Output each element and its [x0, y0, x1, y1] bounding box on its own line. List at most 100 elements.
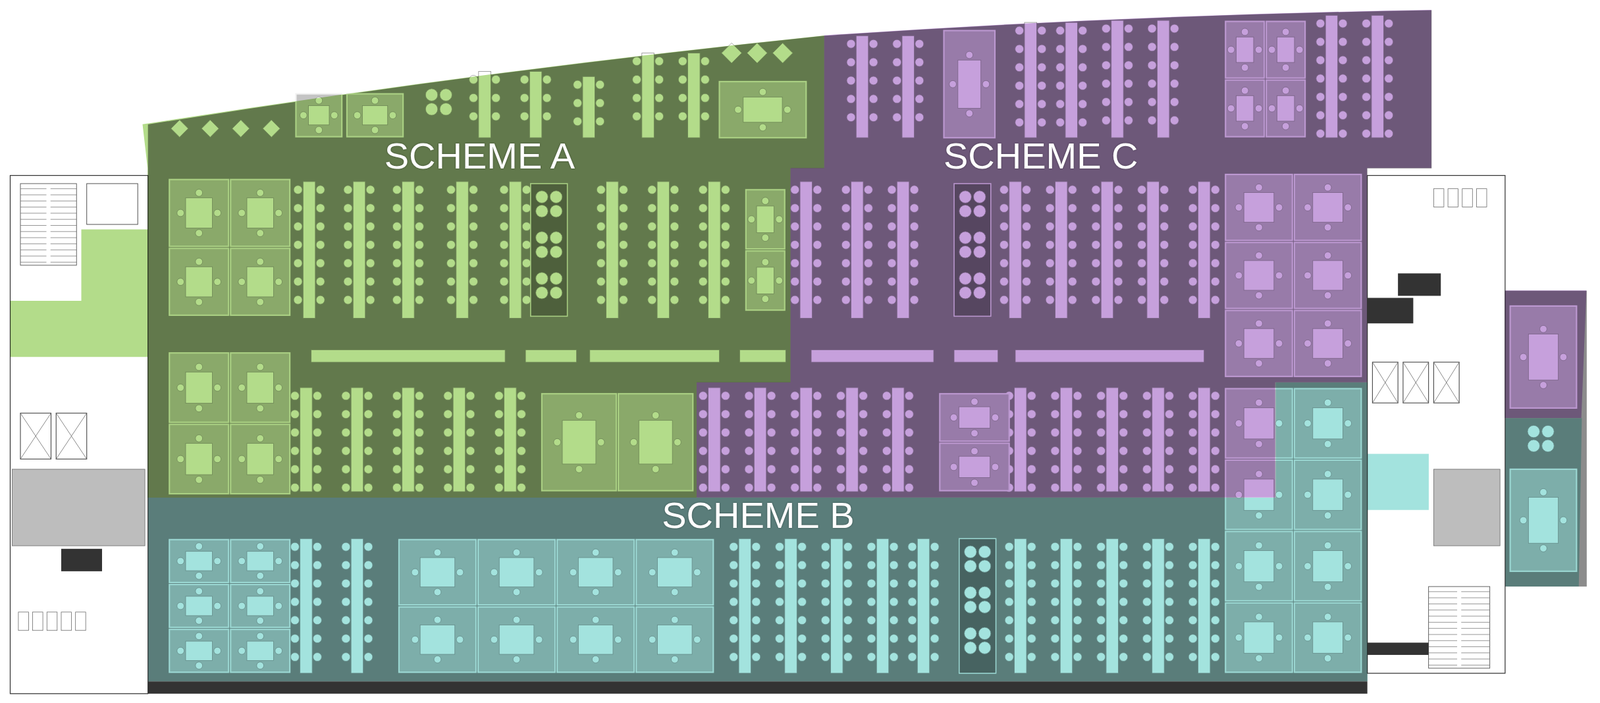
lift-cross: [1403, 362, 1429, 403]
stair-step: [20, 212, 47, 214]
lift: [1433, 362, 1460, 403]
stair-step: [1428, 603, 1458, 605]
stair-step: [20, 243, 47, 245]
lift-cross: [55, 413, 87, 460]
scheme-label: SCHEME C: [943, 136, 1139, 176]
stair-step: [50, 219, 78, 220]
lift-cross: [55, 413, 87, 460]
zone-fill: [1505, 418, 1582, 587]
floor-wing: [1505, 291, 1587, 587]
lift-cross: [1403, 362, 1429, 403]
stair-step: [50, 212, 78, 214]
stair-step: [20, 255, 47, 257]
stair-step: [1428, 665, 1458, 666]
zone-label: SCHEME A: [384, 136, 575, 176]
lift: [1403, 362, 1429, 403]
stair-step: [50, 225, 78, 226]
scheme-label: SCHEME A: [384, 136, 575, 176]
stair-step: [20, 262, 47, 263]
stair: [20, 183, 77, 266]
lift-cross: [1372, 362, 1398, 403]
wc: [75, 612, 86, 631]
stair: [1428, 586, 1491, 669]
stair-step: [50, 262, 78, 263]
zone-shape: [696, 9, 1587, 498]
facade-strip: [148, 681, 1368, 694]
lift-cross: [1433, 362, 1460, 403]
shaft: [1397, 273, 1441, 296]
stair-step: [50, 206, 78, 208]
stair-step: [20, 188, 47, 189]
stair-step: [1428, 591, 1458, 592]
stair-step: [1428, 652, 1458, 654]
stair-step: [1461, 628, 1490, 629]
stair-step: [1461, 665, 1490, 666]
stair-step: [20, 225, 47, 226]
stair-step: [1461, 616, 1490, 617]
wc: [32, 612, 43, 631]
stair-step: [1428, 622, 1458, 623]
lift-cross: [20, 413, 51, 460]
stair-step: [20, 194, 47, 196]
scheme-zone: SCHEME B: [148, 382, 1587, 682]
stair-step: [50, 249, 78, 251]
zone-fill: [1367, 454, 1429, 511]
stair-step: [1461, 597, 1490, 599]
stair-step: [1461, 591, 1490, 592]
zone-fill: [1505, 291, 1587, 419]
stair-step: [1428, 616, 1458, 617]
scheme-label: SCHEME B: [661, 495, 855, 535]
lift-cross: [1372, 362, 1398, 403]
stair-step: [1428, 634, 1458, 635]
stair-step: [20, 219, 47, 220]
stair-step: [50, 188, 78, 189]
stair-step: [1428, 640, 1458, 642]
lift-cross: [1433, 362, 1460, 403]
wc: [46, 612, 57, 631]
room: [86, 183, 138, 225]
stair-step: [1428, 609, 1458, 611]
wc: [1476, 188, 1487, 208]
wc: [18, 612, 29, 631]
stair-step: [1461, 640, 1490, 642]
stair-step: [20, 249, 47, 251]
stair-step: [1461, 659, 1490, 660]
stair-step: [1461, 609, 1490, 611]
kitchen: [12, 469, 145, 546]
wc: [1433, 188, 1444, 208]
zone-shape: [148, 382, 1587, 682]
stair-step: [50, 231, 78, 232]
kitchen: [1433, 469, 1500, 546]
wc: [1462, 188, 1473, 208]
stair-step: [20, 231, 47, 232]
stair-step: [50, 194, 78, 196]
stair-step: [50, 255, 78, 257]
wc: [1447, 188, 1458, 208]
shaft: [1367, 298, 1414, 324]
stair-step: [50, 200, 78, 202]
stair-step: [20, 237, 47, 239]
core: [1367, 175, 1506, 674]
stair-step: [20, 206, 47, 208]
shaft: [61, 549, 103, 572]
stair-step: [50, 237, 78, 239]
stair-step: [50, 243, 78, 245]
lift: [55, 413, 87, 460]
wc: [61, 612, 72, 631]
stair-step: [1461, 652, 1490, 654]
stair-step: [1461, 622, 1490, 623]
stair-step: [1428, 659, 1458, 660]
stair-step: [1428, 628, 1458, 629]
stair-step: [20, 200, 47, 202]
zone-label: SCHEME C: [943, 136, 1139, 176]
scheme-zone: SCHEME C: [696, 9, 1587, 498]
lift-cross: [20, 413, 51, 460]
zone-label: SCHEME B: [661, 495, 855, 535]
zone-fill: [148, 382, 1368, 682]
stair-step: [1461, 634, 1490, 635]
stair-step: [1428, 597, 1458, 599]
stair-step: [1428, 646, 1458, 648]
facade-strip: [1367, 642, 1429, 656]
stair-step: [1461, 603, 1490, 605]
